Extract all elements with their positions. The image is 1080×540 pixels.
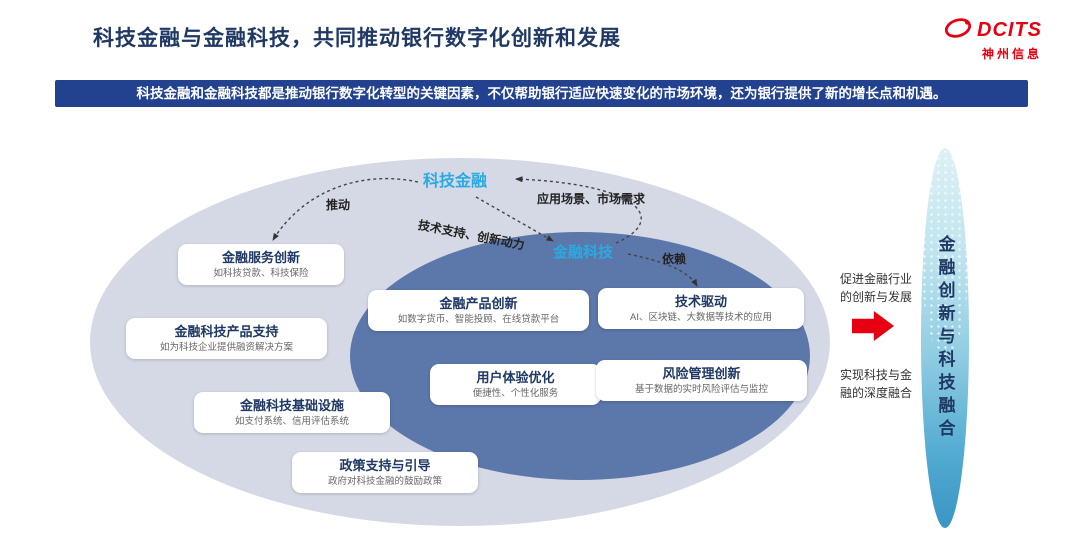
box-fintech-product-support: 金融科技产品支持 如为科技企业提供融资解决方案 (126, 318, 327, 359)
tech-finance-label: 科技金融 (423, 173, 488, 190)
box-desc: 便捷性、个性化服务 (472, 388, 559, 400)
fintech-label: 金融科技 (553, 244, 614, 261)
box-title: 金融科技产品支持 (174, 324, 279, 339)
page-title: 科技金融与金融科技，共同推动银行数字化创新和发展 (93, 27, 621, 50)
conclusion-vertical-text: 金融创新与科技融合 (935, 234, 955, 442)
realize-note: 实现科技与金 融的深度融合 (840, 368, 913, 400)
box-financial-product-innovation: 金融产品创新 如数字货币、智能投顾、在线贷款平台 (368, 290, 589, 331)
dot-pattern (921, 148, 969, 357)
box-title: 风险管理创新 (662, 366, 741, 381)
box-desc: 如支付系统、信用评估系统 (234, 416, 349, 428)
box-policy-support: 政策支持与引导 政府对科技金融的鼓励政策 (292, 452, 478, 493)
promote-note: 促进金融行业 的创新与发展 (840, 272, 913, 304)
logo-subtext: 神州信息 (981, 47, 1042, 61)
push-label: 推动 (326, 198, 351, 212)
right-arrow-icon (852, 311, 894, 341)
box-desc: 基于数据的实时风险评估与监控 (634, 384, 768, 396)
box-title: 金融科技基础设施 (239, 398, 344, 413)
summary-banner: 科技金融和金融科技都是推动银行数字化转型的关键因素，不仅帮助银行适应快速变化的市… (55, 80, 1028, 107)
box-desc: 政府对科技金融的鼓励政策 (327, 476, 442, 488)
box-technology-driven: 技术驱动 AI、区块链、大数据等技术的应用 (598, 288, 804, 329)
box-title: 金融服务创新 (221, 250, 300, 265)
logo-text: DCITS (977, 19, 1042, 41)
box-title: 政策支持与引导 (339, 458, 431, 473)
box-title: 金融产品创新 (439, 296, 518, 311)
box-desc: 如为科技企业提供融资解决方案 (159, 342, 293, 354)
box-financial-service-innovation: 金融服务创新 如科技贷款、科技保险 (178, 244, 344, 285)
box-fintech-infrastructure: 金融科技基础设施 如支付系统、信用评估系统 (194, 392, 390, 433)
box-desc: AI、区块链、大数据等技术的应用 (630, 312, 772, 324)
box-user-experience: 用户体验优化 便捷性、个性化服务 (430, 364, 601, 405)
box-title: 用户体验优化 (476, 370, 555, 385)
box-desc: 如科技贷款、科技保险 (213, 268, 309, 280)
fintech-ellipse (350, 232, 810, 480)
conclusion-capsule: 金融创新与科技融合 (921, 148, 969, 528)
depend-label: 依赖 (662, 252, 687, 266)
box-risk-management: 风险管理创新 基于数据的实时风险评估与监控 (596, 360, 807, 401)
logo-swoosh-icon (943, 16, 973, 45)
company-logo: DCITS 神州信息 (943, 16, 1042, 62)
demand-label: 应用场景、市场需求 (537, 192, 646, 206)
box-title: 技术驱动 (674, 294, 727, 309)
box-desc: 如数字货币、智能投顾、在线贷款平台 (397, 314, 560, 326)
